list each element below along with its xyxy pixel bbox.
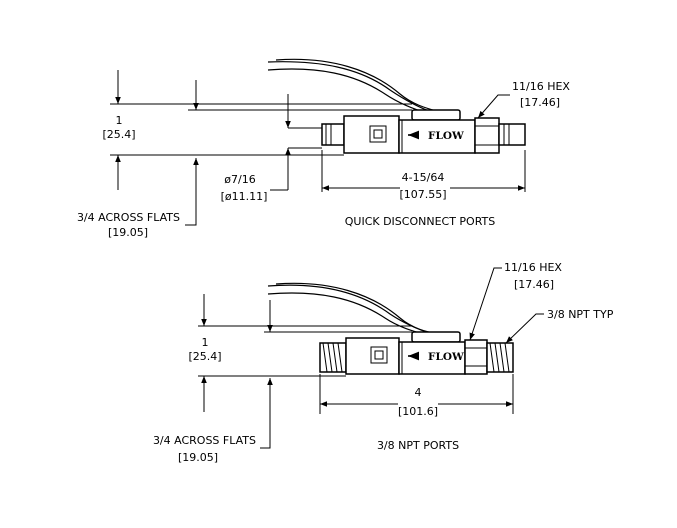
bottom-hex-mm-label: [17.46] [514, 278, 554, 291]
left-thread [322, 342, 343, 373]
top-flats-label: 3/4 ACROSS FLATS [77, 211, 180, 224]
top-flow-sensor: FLOW [321, 109, 526, 154]
top-wires [267, 58, 441, 115]
top-dia-mm-label: [ø11.11] [221, 190, 268, 203]
bottom-caption: 3/8 NPT PORTS [377, 439, 459, 452]
bottom-view: FLOW 1 [25.4] 3/4 ACROSS FLATS [19.05] 1… [153, 261, 614, 464]
bottom-height-label: 1 [202, 336, 209, 349]
top-length-mm-label: [107.55] [399, 188, 446, 201]
top-view: FLOW 1 [25.4] 3/4 ACROSS FLATS [19.05] ø… [77, 58, 570, 239]
top-dia-label: ø7/16 [224, 173, 255, 186]
bottom-length-label: 4 [415, 386, 422, 399]
right-thread [489, 342, 510, 373]
top-flats-mm-label: [19.05] [108, 226, 148, 239]
bottom-hex-label: 11/16 HEX [504, 261, 562, 274]
top-length-label: 4-15/64 [402, 171, 445, 184]
top-hex-mm-label: [17.46] [520, 96, 560, 109]
top-height-mm-label: [25.4] [102, 128, 135, 141]
bottom-flats-label: 3/4 ACROSS FLATS [153, 434, 256, 447]
bottom-height-mm-label: [25.4] [188, 350, 221, 363]
bottom-npt-label: 3/8 NPT TYP [547, 308, 614, 321]
bottom-flats-mm-label: [19.05] [178, 451, 218, 464]
top-flow-text: FLOW [428, 130, 464, 142]
top-caption: QUICK DISCONNECT PORTS [345, 215, 496, 228]
bottom-wires [267, 282, 441, 337]
bottom-flow-sensor: FLOW [319, 331, 514, 375]
bottom-flow-text: FLOW [428, 351, 464, 363]
bottom-length-mm-label: [101.6] [398, 405, 438, 418]
top-height-label: 1 [116, 114, 123, 127]
top-hex-label: 11/16 HEX [512, 80, 570, 93]
